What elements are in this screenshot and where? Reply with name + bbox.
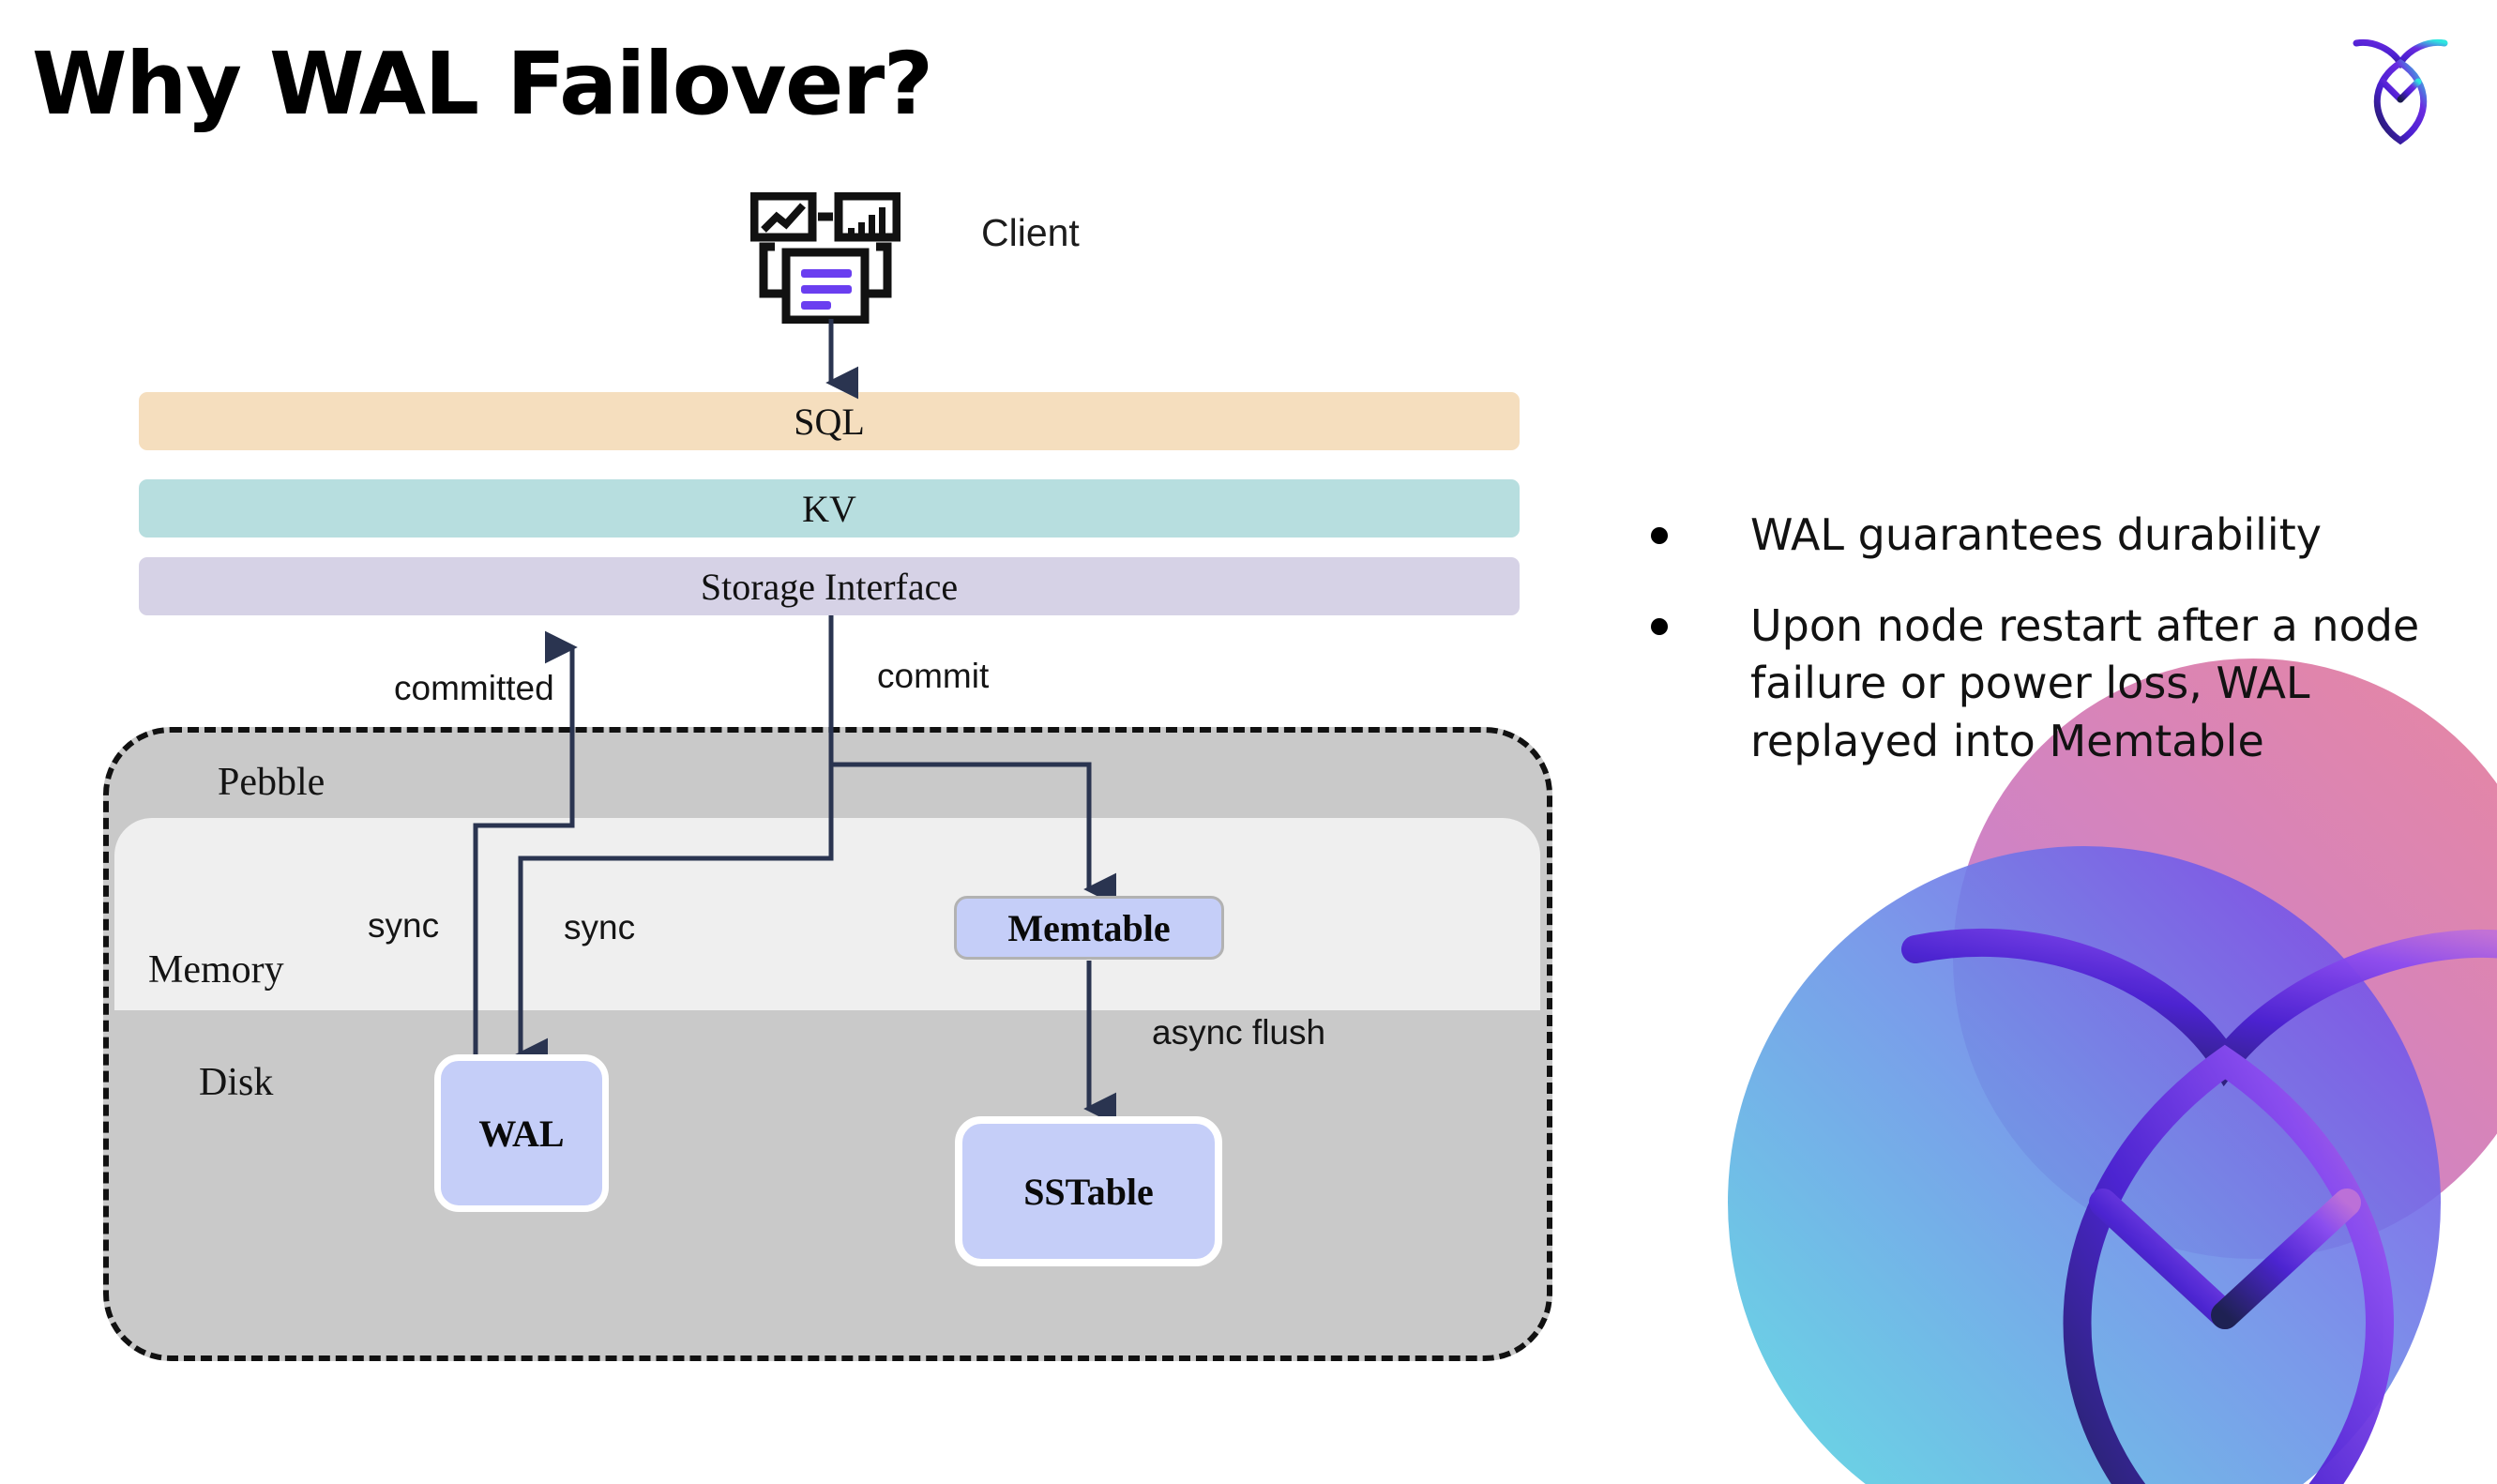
architecture-diagram: Client SQL KV Storage Interface Pebble M… <box>103 192 1552 1361</box>
node-memtable: Memtable <box>954 896 1224 960</box>
pebble-label: Pebble <box>218 761 325 804</box>
node-wal-label: WAL <box>478 1112 565 1155</box>
layer-bar-sql-label: SQL <box>794 400 865 443</box>
layer-bar-sql: SQL <box>139 392 1520 450</box>
node-sstable: SSTable <box>955 1116 1222 1266</box>
layer-bar-storage-interface-label: Storage Interface <box>700 565 959 608</box>
edge-label-commit: commit <box>877 657 990 695</box>
bullet-list: WAL guarantees durability Upon node rest… <box>1651 507 2439 804</box>
list-item: WAL guarantees durability <box>1651 507 2439 564</box>
bullet-dot-icon <box>1651 527 1668 544</box>
list-item: Upon node restart after a node failure o… <box>1651 598 2439 770</box>
memory-band <box>114 818 1540 1010</box>
bullet-text: Upon node restart after a node failure o… <box>1750 600 2420 766</box>
layer-bar-storage-interface: Storage Interface <box>139 557 1520 615</box>
page-title: Why WAL Failover? <box>32 34 933 134</box>
memory-label: Memory <box>148 948 284 992</box>
cockroach-logo-icon <box>2353 38 2448 145</box>
layer-bar-kv: KV <box>139 479 1520 538</box>
edge-label-sync-right: sync <box>564 908 636 946</box>
layer-bar-kv-label: KV <box>802 487 856 530</box>
bullet-dot-icon <box>1651 618 1668 636</box>
node-sstable-label: SSTable <box>1023 1170 1154 1213</box>
node-wal: WAL <box>434 1054 609 1212</box>
edge-label-async-flush: async flush <box>1152 1013 1326 1052</box>
edge-label-sync-left: sync <box>368 906 440 945</box>
node-memtable-label: Memtable <box>1007 906 1171 949</box>
client-label: Client <box>981 211 1080 254</box>
disk-label: Disk <box>199 1061 274 1104</box>
edge-label-committed: committed <box>394 669 554 707</box>
bullet-text: WAL guarantees durability <box>1750 509 2322 560</box>
client-dashboard-icon <box>750 192 900 324</box>
